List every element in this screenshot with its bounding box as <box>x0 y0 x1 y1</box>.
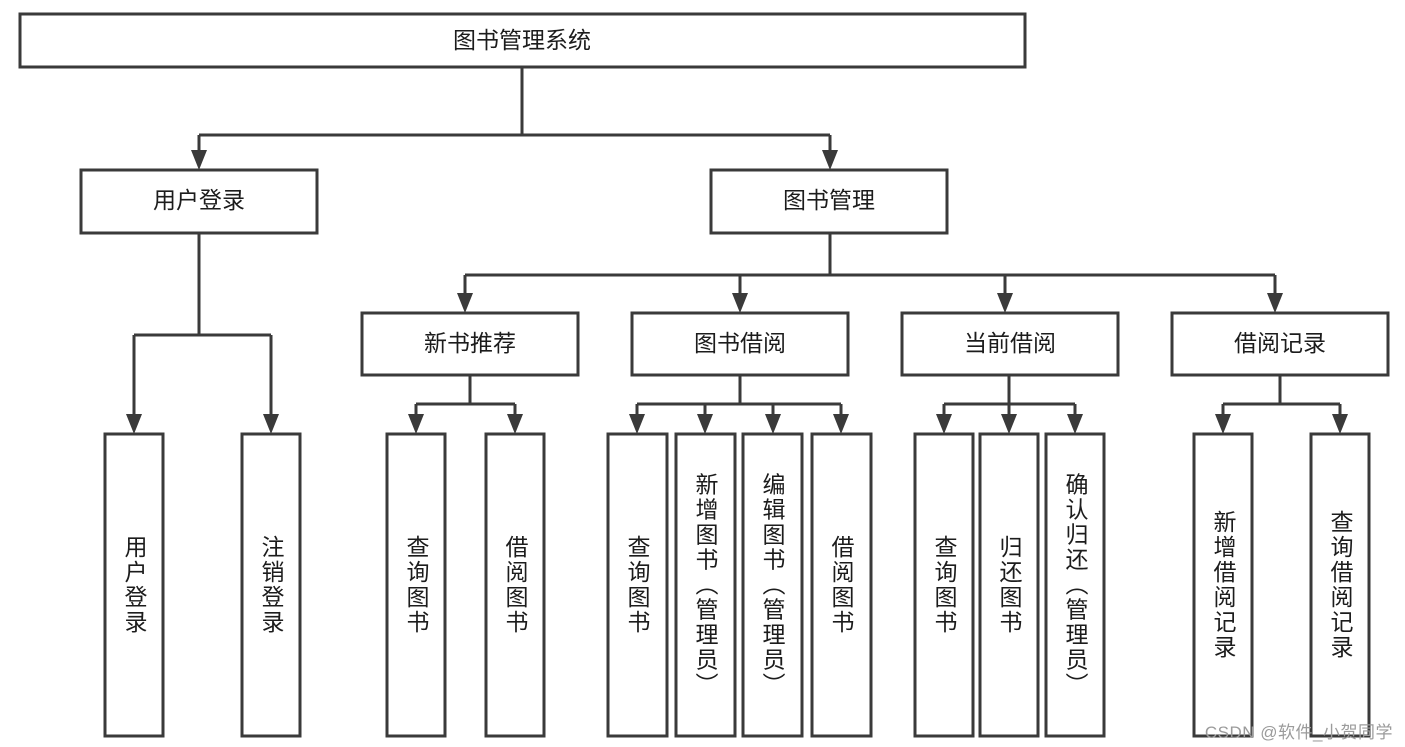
arrowhead-current-borrow <box>997 293 1013 313</box>
node-leaf-return-book[interactable]: 归还图书 <box>978 432 1040 738</box>
node-leaf-return-book-label: 归还图书 <box>996 535 1023 635</box>
node-leaf-user-login[interactable]: 用户登录 <box>103 432 165 738</box>
arrowhead-leaf-add-book <box>697 414 713 434</box>
node-borrow-record-rect[interactable] <box>1170 311 1390 377</box>
node-leaf-query-book-2-rect[interactable] <box>606 432 669 738</box>
node-borrow-record[interactable]: 借阅记录 <box>1170 311 1390 377</box>
node-root-label: 图书管理系统 <box>453 27 591 53</box>
arrowhead-leaf-edit-book <box>765 414 781 434</box>
arrowhead-leaf-return-book <box>1001 414 1017 434</box>
node-leaf-add-record-label: 新增借阅记录 <box>1210 510 1237 660</box>
node-leaf-add-record-rect[interactable] <box>1192 432 1254 738</box>
arrowhead-leaf-query-book-3 <box>936 414 952 434</box>
arrowhead-leaf-add-record <box>1215 414 1231 434</box>
node-leaf-query-book-3-rect[interactable] <box>913 432 975 738</box>
node-leaf-query-book-1[interactable]: 查询图书 <box>385 432 447 738</box>
node-leaf-confirm-return-rect[interactable] <box>1044 432 1106 738</box>
node-leaf-query-book-1-label: 查询图书 <box>403 535 430 635</box>
node-leaf-borrow-book-2-rect[interactable] <box>810 432 873 738</box>
node-book-manage[interactable]: 图书管理 <box>709 168 949 235</box>
node-leaf-borrow-book-2[interactable]: 借阅图书 <box>810 432 873 738</box>
arrowhead-leaf-query-record <box>1332 414 1348 434</box>
arrowhead-leaf-query-book-2 <box>629 414 645 434</box>
csdn-watermark: CSDN @软件_小贺同学 <box>1204 723 1393 742</box>
node-current-borrow-label: 当前借阅 <box>964 330 1056 356</box>
node-leaf-borrow-book-2-label: 借阅图书 <box>828 535 855 635</box>
node-leaf-confirm-return-label: 确认归还（管理员） <box>1062 473 1089 698</box>
node-leaf-query-book-2[interactable]: 查询图书 <box>606 432 669 738</box>
node-current-borrow-rect[interactable] <box>900 311 1120 377</box>
arrowhead-leaf-logout <box>263 414 279 434</box>
edge-group-user-login <box>126 233 279 434</box>
node-leaf-query-book-1-rect[interactable] <box>385 432 447 738</box>
node-user-login-label: 用户登录 <box>153 187 245 213</box>
node-user-login[interactable]: 用户登录 <box>79 168 319 235</box>
node-user-login-rect[interactable] <box>79 168 319 235</box>
arrowhead-user-login <box>191 150 207 170</box>
node-leaf-logout[interactable]: 注销登录 <box>240 432 302 738</box>
node-book-manage-label: 图书管理 <box>783 187 875 213</box>
edge-group-current-borrow <box>936 375 1083 434</box>
node-book-borrow-rect[interactable] <box>630 311 850 377</box>
node-new-book-rec-label: 新书推荐 <box>424 330 516 356</box>
node-leaf-logout-rect[interactable] <box>240 432 302 738</box>
node-leaf-edit-book-rect[interactable] <box>741 432 804 738</box>
node-leaf-add-book[interactable]: 新增图书（管理员） <box>674 432 737 738</box>
node-leaf-user-login-rect[interactable] <box>103 432 165 738</box>
node-root[interactable]: 图书管理系统 <box>18 12 1027 69</box>
arrowhead-book-borrow <box>732 293 748 313</box>
node-leaf-query-book-3-label: 查询图书 <box>931 535 958 635</box>
node-book-manage-rect[interactable] <box>709 168 949 235</box>
node-leaf-return-book-rect[interactable] <box>978 432 1040 738</box>
arrowhead-leaf-user-login <box>126 414 142 434</box>
arrowhead-borrow-record <box>1267 293 1283 313</box>
node-leaf-logout-label: 注销登录 <box>258 535 285 635</box>
arrowhead-leaf-confirm-return <box>1067 414 1083 434</box>
edge-group-root <box>191 67 838 170</box>
node-leaf-query-record-rect[interactable] <box>1309 432 1371 738</box>
node-leaf-edit-book[interactable]: 编辑图书（管理员） <box>741 432 804 738</box>
node-leaf-query-record[interactable]: 查询借阅记录 <box>1309 432 1371 738</box>
edge-group-new-book-rec <box>408 375 523 434</box>
arrowhead-leaf-borrow-book-2 <box>833 414 849 434</box>
node-leaf-borrow-book-1-label: 借阅图书 <box>502 535 529 635</box>
node-borrow-record-label: 借阅记录 <box>1234 330 1326 356</box>
node-leaf-query-book-2-label: 查询图书 <box>624 535 651 635</box>
node-new-book-rec[interactable]: 新书推荐 <box>360 311 580 377</box>
node-leaf-add-record[interactable]: 新增借阅记录 <box>1192 432 1254 738</box>
node-leaf-borrow-book-1-rect[interactable] <box>484 432 546 738</box>
node-current-borrow[interactable]: 当前借阅 <box>900 311 1120 377</box>
edge-group-book-manage <box>457 233 1283 313</box>
node-leaf-user-login-label: 用户登录 <box>121 535 148 635</box>
arrowhead-leaf-borrow-book-1 <box>507 414 523 434</box>
node-book-borrow[interactable]: 图书借阅 <box>630 311 850 377</box>
node-root-rect[interactable] <box>18 12 1027 69</box>
edge-group-borrow-record <box>1215 375 1348 434</box>
node-leaf-edit-book-label: 编辑图书（管理员） <box>759 473 786 698</box>
arrowhead-book-manage <box>822 150 838 170</box>
node-leaf-confirm-return[interactable]: 确认归还（管理员） <box>1044 432 1106 738</box>
node-leaf-query-book-3[interactable]: 查询图书 <box>913 432 975 738</box>
node-new-book-rec-rect[interactable] <box>360 311 580 377</box>
node-leaf-borrow-book-1[interactable]: 借阅图书 <box>484 432 546 738</box>
node-leaf-query-record-label: 查询借阅记录 <box>1327 510 1354 660</box>
edge-group-book-borrow <box>629 375 849 434</box>
node-leaf-add-book-rect[interactable] <box>674 432 737 738</box>
arrowhead-new-book-rec <box>457 293 473 313</box>
arrowhead-leaf-query-book-1 <box>408 414 424 434</box>
node-book-borrow-label: 图书借阅 <box>694 330 786 356</box>
node-leaf-add-book-label: 新增图书（管理员） <box>692 473 719 698</box>
